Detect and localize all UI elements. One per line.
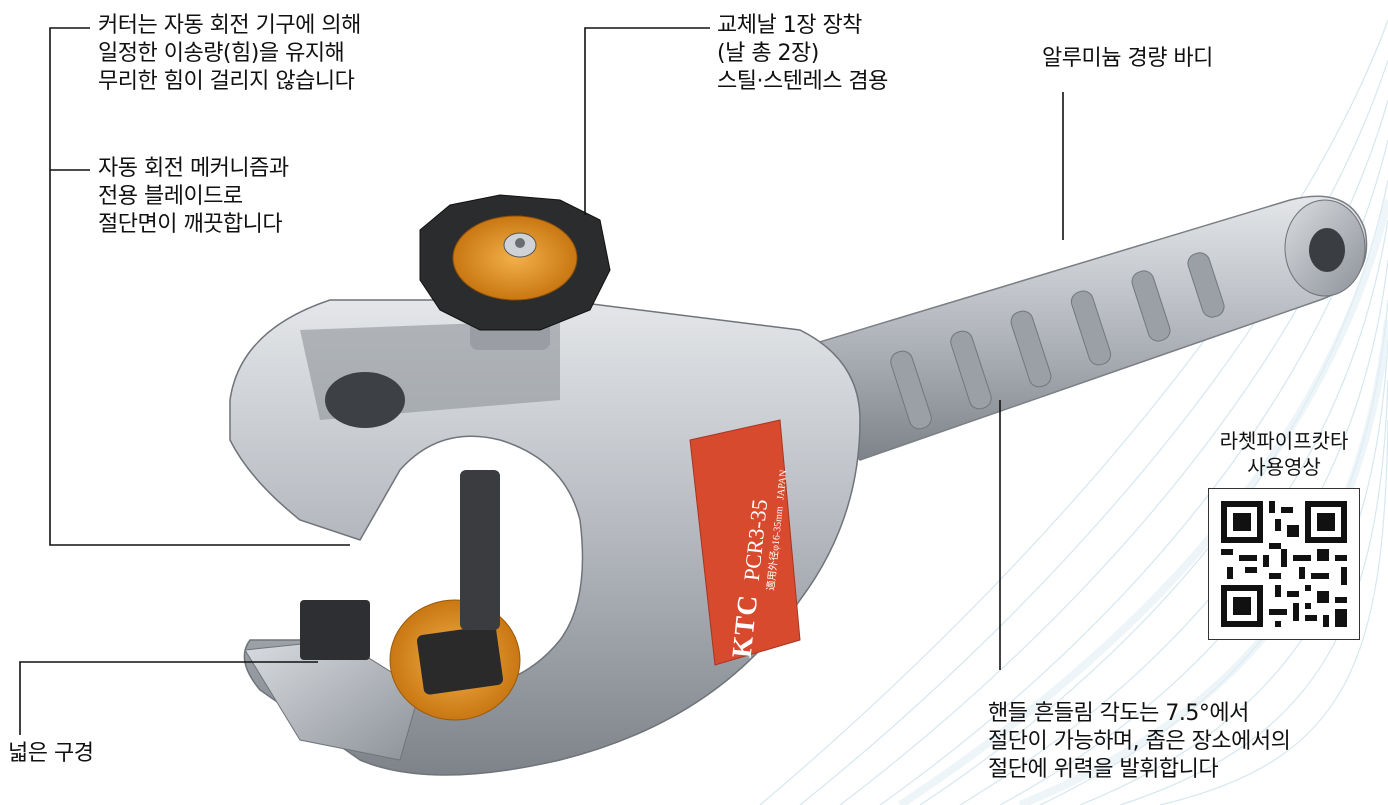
qr-code-icon — [1209, 489, 1359, 639]
label-plate — [689, 419, 801, 666]
qr-code[interactable] — [1208, 488, 1360, 640]
callout-body: 알루미늄 경량 바디 — [1042, 46, 1213, 71]
lower-blade — [389, 470, 521, 721]
handle — [758, 195, 1368, 461]
callout-blade: 교체날 1장 장착 (날 총 2장) 스틸·스텐레스 겸용 — [717, 13, 888, 94]
label-brand: KTC — [726, 592, 765, 660]
top-knob — [419, 194, 611, 350]
callout-wide-bore: 넓은 구경 — [8, 741, 94, 766]
qr-caption: 라쳇파이프캇타 사용영상 — [1219, 429, 1349, 479]
callout-clean-cut: 자동 회전 메커니즘과 전용 블레이드로 절단면이 깨끗합니다 — [98, 156, 289, 237]
label-origin: JAPAN — [775, 469, 790, 501]
callout-handle-angle: 핸들 흔들림 각도는 7.5°에서 절단이 가능하며, 좁은 장소에서의 절단에… — [988, 701, 1291, 782]
callout-auto-rotation: 커터는 자동 회전 기구에 의해 일정한 이송량(힘)을 유지해 무리한 힘이 … — [98, 13, 361, 94]
